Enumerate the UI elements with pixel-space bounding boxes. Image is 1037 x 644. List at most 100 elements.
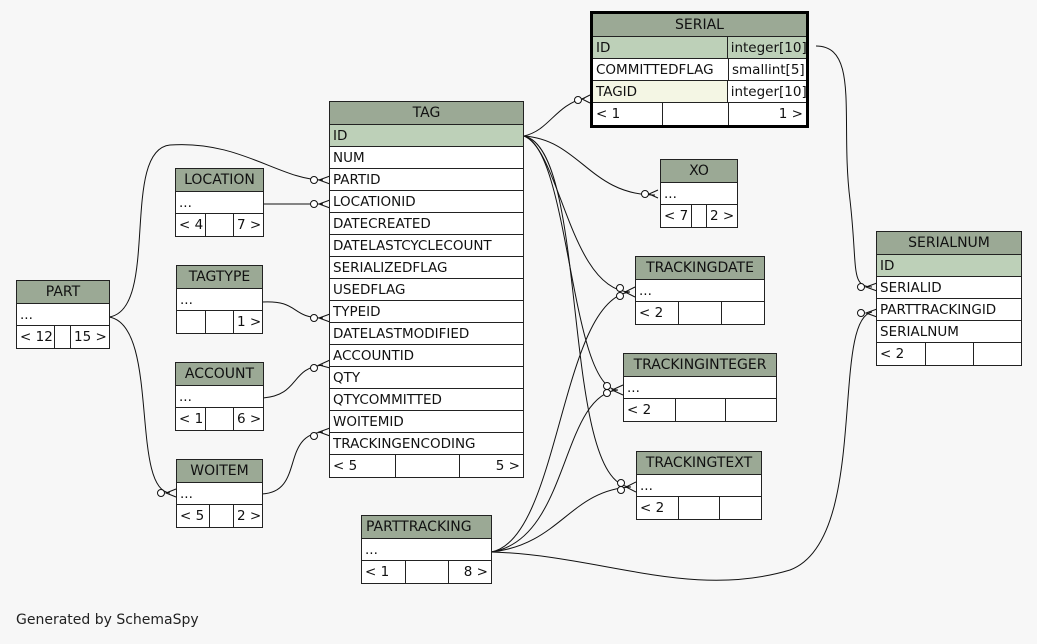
table-tagtype[interactable]: TAGTYPE ... 1 > bbox=[176, 265, 263, 334]
footer-children: 15 > bbox=[74, 329, 107, 345]
edge-tag-trackingtext bbox=[523, 135, 632, 488]
table-part[interactable]: PART ... < 12 15 > bbox=[16, 280, 110, 349]
table-footer: < 2 bbox=[877, 343, 1021, 365]
table-row: QTY bbox=[330, 367, 523, 389]
table-serialnum-title: SERIALNUM bbox=[877, 232, 1021, 255]
generated-by-note: Generated by SchemaSpy bbox=[16, 612, 199, 628]
footer-spacer bbox=[206, 408, 234, 430]
footer-children: 2 > bbox=[237, 508, 262, 524]
footer-spacer bbox=[679, 302, 722, 324]
table-row: USEDFLAG bbox=[330, 279, 523, 301]
footer-spacer bbox=[206, 311, 234, 333]
table-trackingtext-title: TRACKINGTEXT bbox=[637, 452, 761, 475]
footer-spacer bbox=[692, 205, 707, 227]
footer-parents: < 2 bbox=[877, 343, 926, 365]
table-location[interactable]: LOCATION ... < 4 7 > bbox=[175, 168, 264, 237]
table-row: ID integer[10] bbox=[593, 37, 806, 59]
footer-spacer bbox=[396, 455, 460, 477]
table-row: PARTID bbox=[330, 169, 523, 191]
table-footer: < 1 8 > bbox=[362, 561, 491, 583]
footer-spacer bbox=[663, 103, 729, 125]
footer-parents: < 5 bbox=[177, 505, 210, 527]
table-row: SERIALID bbox=[877, 277, 1021, 299]
table-footer: < 2 bbox=[636, 302, 764, 324]
edge-woitem-tag bbox=[261, 431, 324, 495]
table-body: ... bbox=[636, 280, 764, 302]
column-name: COMMITTEDFLAG bbox=[593, 59, 729, 80]
table-footer: < 2 bbox=[624, 399, 776, 421]
table-footer: < 7 2 > bbox=[661, 205, 737, 227]
table-trackingtext[interactable]: TRACKINGTEXT ... < 2 bbox=[636, 451, 762, 520]
table-parttracking[interactable]: PARTTRACKING ... < 1 8 > bbox=[361, 515, 492, 584]
table-footer: 1 > bbox=[177, 311, 262, 333]
table-body: ... bbox=[177, 483, 262, 505]
table-xo[interactable]: XO ... < 7 2 > bbox=[660, 159, 738, 228]
table-footer: < 5 2 > bbox=[177, 505, 262, 527]
edge-parttracking-trackinginteger bbox=[490, 389, 619, 553]
table-body: ... bbox=[661, 183, 737, 205]
table-tagtype-title: TAGTYPE bbox=[177, 266, 262, 289]
table-row: SERIALNUM bbox=[877, 321, 1021, 343]
column-name: ID bbox=[593, 37, 728, 58]
column-name: TAGID bbox=[593, 81, 728, 102]
footer-children: 2 > bbox=[710, 208, 735, 224]
footer-parents: < 1 bbox=[593, 103, 663, 125]
table-footer: < 5 5 > bbox=[330, 455, 523, 477]
table-row: TYPEID bbox=[330, 301, 523, 323]
footer-spacer bbox=[55, 326, 71, 348]
table-footer: < 4 7 > bbox=[176, 214, 263, 236]
footer-spacer bbox=[206, 214, 234, 236]
footer-parents: < 7 bbox=[661, 205, 692, 227]
table-serial[interactable]: SERIAL ID integer[10] COMMITTEDFLAG smal… bbox=[590, 11, 809, 128]
table-woitem[interactable]: WOITEM ... < 5 2 > bbox=[176, 459, 263, 528]
column-type: smallint[5] bbox=[732, 62, 805, 78]
table-row: SERIALIZEDFLAG bbox=[330, 257, 523, 279]
table-tag[interactable]: TAG ID NUM PARTID LOCATIONID DATECREATED… bbox=[329, 101, 524, 478]
footer-parents: < 4 bbox=[176, 214, 206, 236]
column-type: integer[10] bbox=[730, 84, 806, 100]
table-row: DATELASTCYCLECOUNT bbox=[330, 235, 523, 257]
footer-parents: < 5 bbox=[330, 455, 396, 477]
table-trackingdate-title: TRACKINGDATE bbox=[636, 257, 764, 280]
footer-spacer bbox=[210, 505, 234, 527]
table-footer: < 1 6 > bbox=[176, 408, 263, 430]
footer-parents: < 1 bbox=[362, 561, 406, 583]
table-body: ... bbox=[637, 475, 761, 497]
table-row: ACCOUNTID bbox=[330, 345, 523, 367]
table-account-title: ACCOUNT bbox=[176, 363, 263, 386]
table-trackingdate[interactable]: TRACKINGDATE ... < 2 bbox=[635, 256, 765, 325]
footer-parents: < 2 bbox=[636, 302, 679, 324]
footer-children bbox=[726, 399, 776, 421]
table-footer: < 2 bbox=[637, 497, 761, 519]
edge-serial-serialnum bbox=[815, 45, 873, 288]
edge-part-tag bbox=[108, 144, 324, 318]
table-body: ... bbox=[176, 192, 263, 214]
edge-serial-tag bbox=[523, 97, 586, 137]
table-body: ... bbox=[362, 539, 491, 561]
table-row: WOITEMID bbox=[330, 411, 523, 433]
table-location-title: LOCATION bbox=[176, 169, 263, 192]
table-serialnum[interactable]: SERIALNUM ID SERIALID PARTTRACKINGID SER… bbox=[876, 231, 1022, 366]
table-account[interactable]: ACCOUNT ... < 1 6 > bbox=[175, 362, 264, 431]
table-woitem-title: WOITEM bbox=[177, 460, 262, 483]
table-row: DATECREATED bbox=[330, 213, 523, 235]
table-row: TAGID integer[10] bbox=[593, 81, 806, 103]
table-body: ... bbox=[624, 377, 776, 399]
table-part-title: PART bbox=[17, 281, 109, 304]
footer-parents: < 2 bbox=[624, 399, 676, 421]
edge-parttracking-trackingdate bbox=[490, 291, 631, 553]
edge-part-woitem bbox=[108, 316, 171, 494]
footer-children: 1 > bbox=[778, 106, 803, 122]
edge-tag-trackinginteger bbox=[523, 135, 619, 391]
footer-children: 7 > bbox=[237, 217, 262, 233]
table-row: ID bbox=[330, 125, 523, 147]
table-body: ... bbox=[177, 289, 262, 311]
table-trackinginteger-title: TRACKINGINTEGER bbox=[624, 354, 776, 377]
table-row: NUM bbox=[330, 147, 523, 169]
table-trackinginteger[interactable]: TRACKINGINTEGER ... < 2 bbox=[623, 353, 777, 422]
table-row: TRACKINGENCODING bbox=[330, 433, 523, 455]
edge-parttracking-serialnum bbox=[490, 311, 873, 581]
edge-tag-xo bbox=[523, 135, 656, 196]
footer-children: 5 > bbox=[495, 458, 520, 474]
